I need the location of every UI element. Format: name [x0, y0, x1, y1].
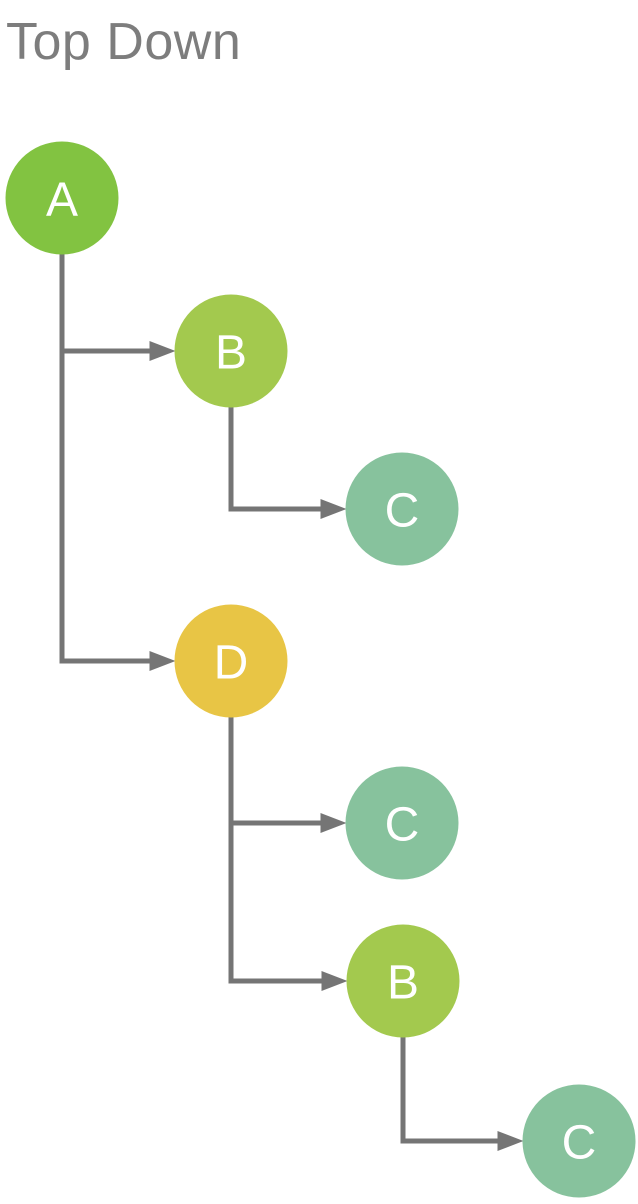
- arrowhead-icon: [149, 651, 176, 671]
- node-C2: C: [345, 766, 459, 880]
- node-label-C2: C: [385, 798, 420, 851]
- node-label-D: D: [214, 636, 249, 689]
- node-circle-A: [5, 141, 119, 255]
- node-label-B2: B: [387, 956, 419, 1009]
- edge-B1-C1: [228, 406, 347, 519]
- edge-B2-C3: [400, 1036, 524, 1151]
- node-circle-C1: [345, 452, 459, 566]
- arrowhead-icon: [149, 341, 176, 361]
- arrowhead-icon: [497, 1131, 524, 1151]
- node-label-B1: B: [215, 326, 247, 379]
- node-C1: C: [345, 452, 459, 566]
- node-circle-C2: [345, 766, 459, 880]
- node-circle-B2: [346, 924, 460, 1038]
- node-C3: C: [522, 1084, 636, 1198]
- node-circle-C3: [522, 1084, 636, 1198]
- edge-D-B2: [228, 716, 348, 991]
- arrowhead-icon: [320, 813, 347, 833]
- diagram-title: Top Down: [6, 13, 242, 71]
- node-circle-B1: [174, 294, 288, 408]
- node-A: A: [5, 141, 119, 255]
- node-D: D: [174, 604, 288, 718]
- arrowhead-icon: [320, 499, 347, 519]
- edge-A-D: [59, 253, 176, 671]
- node-label-C1: C: [385, 484, 420, 537]
- node-circle-D: [174, 604, 288, 718]
- node-B2: B: [346, 924, 460, 1038]
- edge-D-C2: [228, 716, 347, 833]
- node-label-C3: C: [562, 1116, 597, 1169]
- arrowhead-icon: [321, 971, 348, 991]
- node-label-A: A: [46, 173, 78, 226]
- node-B1: B: [174, 294, 288, 408]
- edge-A-B1: [59, 253, 176, 361]
